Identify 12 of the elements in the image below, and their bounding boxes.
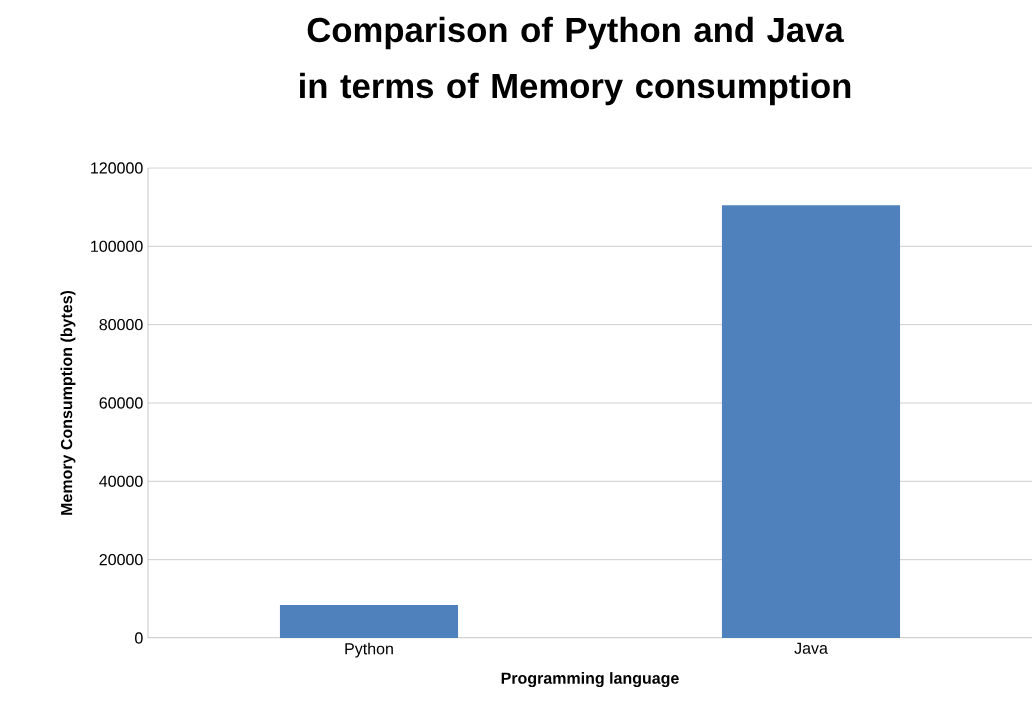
- y-tick-label: 80000: [99, 318, 143, 331]
- y-tick-label: 40000: [99, 475, 143, 487]
- x-tick-label: Java: [794, 642, 828, 654]
- x-tick-label: Python: [345, 642, 393, 658]
- y-tick-label: 0: [135, 632, 143, 644]
- x-axis-title: Programming language: [501, 672, 679, 688]
- y-tick-label: 120000: [91, 162, 143, 174]
- y-tick-label: 60000: [99, 397, 143, 409]
- chart-title: Comparison of Python and Java in terms of Memory consumption: [300, 16, 851, 106]
- y-axis-title: Memory Consumption (bytes): [60, 290, 76, 515]
- y-tick-label: 100000: [91, 240, 143, 252]
- y-tick-label: 20000: [99, 553, 143, 566]
